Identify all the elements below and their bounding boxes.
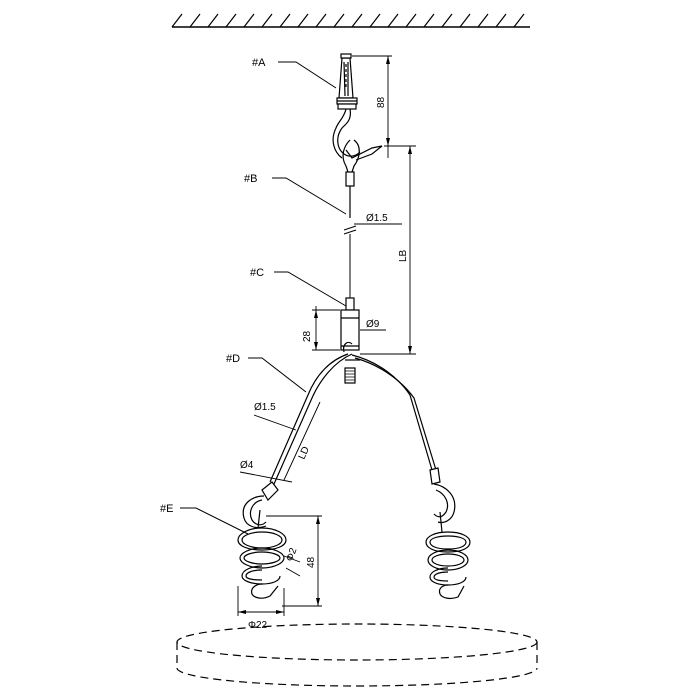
dim-cable-diameter-side: Ø1.5 xyxy=(254,402,276,413)
cable-gripper xyxy=(340,297,360,384)
dimension-arrows xyxy=(238,56,412,614)
label-d: #D xyxy=(226,353,240,365)
left-sleeve-hook xyxy=(242,481,279,529)
left-spiral-holder xyxy=(237,527,287,599)
dim-spiral-wire: Φ2 xyxy=(284,546,299,563)
dim-cable-diameter-top: Ø1.5 xyxy=(366,213,388,224)
dimension-lines xyxy=(237,55,416,616)
cable-loop xyxy=(342,139,360,218)
cable-break-mark xyxy=(343,225,357,298)
label-c: #C xyxy=(250,267,264,279)
dim-hook-height: 88 xyxy=(376,96,387,108)
dim-ld: LD xyxy=(297,445,312,461)
leader-lines xyxy=(180,61,347,535)
dim-spiral-height: 48 xyxy=(306,556,317,568)
label-e: #E xyxy=(160,503,173,515)
label-b: #B xyxy=(244,173,257,185)
right-sleeve-hook xyxy=(429,467,456,533)
dim-lb: LB xyxy=(398,249,409,262)
dim-sleeve-diameter: Ø4 xyxy=(240,460,254,471)
dim-gripper-diameter: Ø9 xyxy=(366,319,380,330)
lamp-outline xyxy=(176,623,538,687)
right-spiral-holder xyxy=(425,531,471,600)
dim-gripper-height: 28 xyxy=(302,330,313,342)
dim-spiral-diameter: Φ22 xyxy=(248,620,268,631)
y-cable-set xyxy=(269,353,437,485)
ceiling-anchor-hook xyxy=(332,53,383,161)
ceiling xyxy=(171,13,530,28)
label-a: #A xyxy=(252,57,266,69)
